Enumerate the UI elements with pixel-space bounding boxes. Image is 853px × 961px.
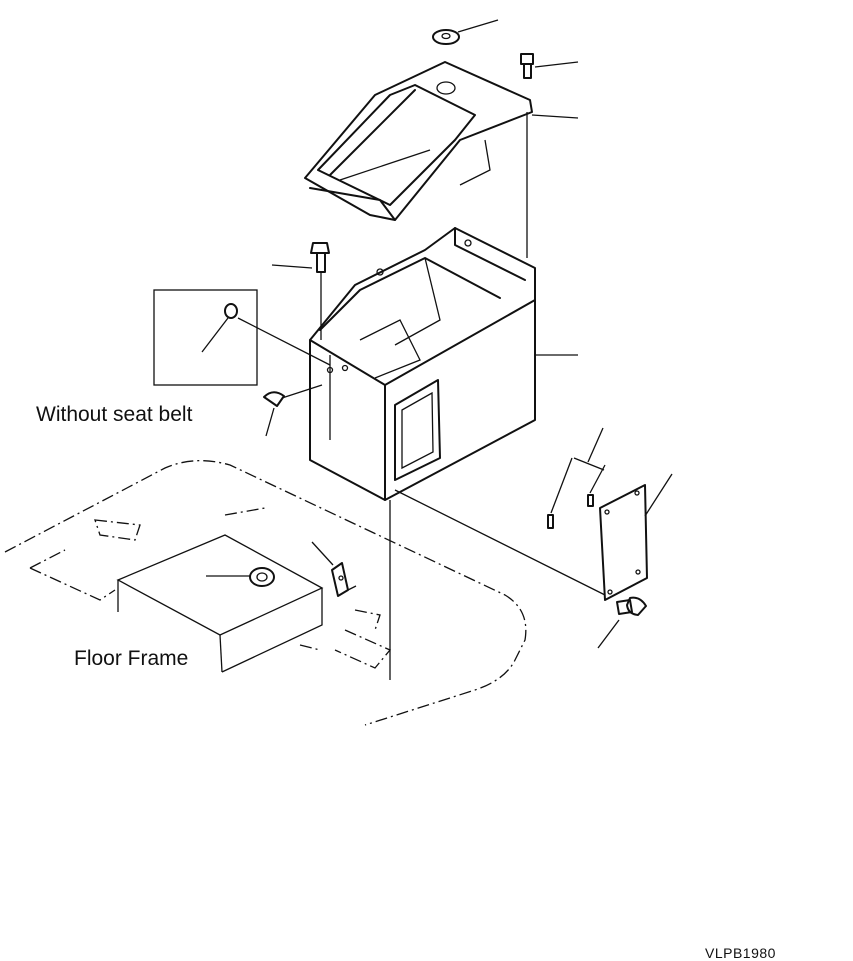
plug-part	[263, 384, 323, 437]
floor-outline	[4, 460, 527, 726]
top-bolt	[520, 53, 579, 79]
clip-parts	[547, 427, 606, 529]
floor-washer	[206, 567, 275, 587]
without-seat-belt-label: Without seat belt	[36, 403, 193, 426]
top-washer	[432, 19, 499, 45]
floor-frame-label: Floor Frame	[74, 647, 189, 670]
cover-plate	[394, 473, 673, 601]
console-box	[309, 227, 578, 501]
side-bolt	[271, 242, 330, 340]
bracket-part	[311, 541, 357, 597]
seat-belt-inset	[153, 289, 331, 386]
bottom-bolt	[597, 596, 647, 649]
console-lid-tray	[304, 61, 579, 258]
drawing-code-label: VLPB1980	[705, 945, 776, 961]
floor-frame-block	[116, 534, 324, 673]
